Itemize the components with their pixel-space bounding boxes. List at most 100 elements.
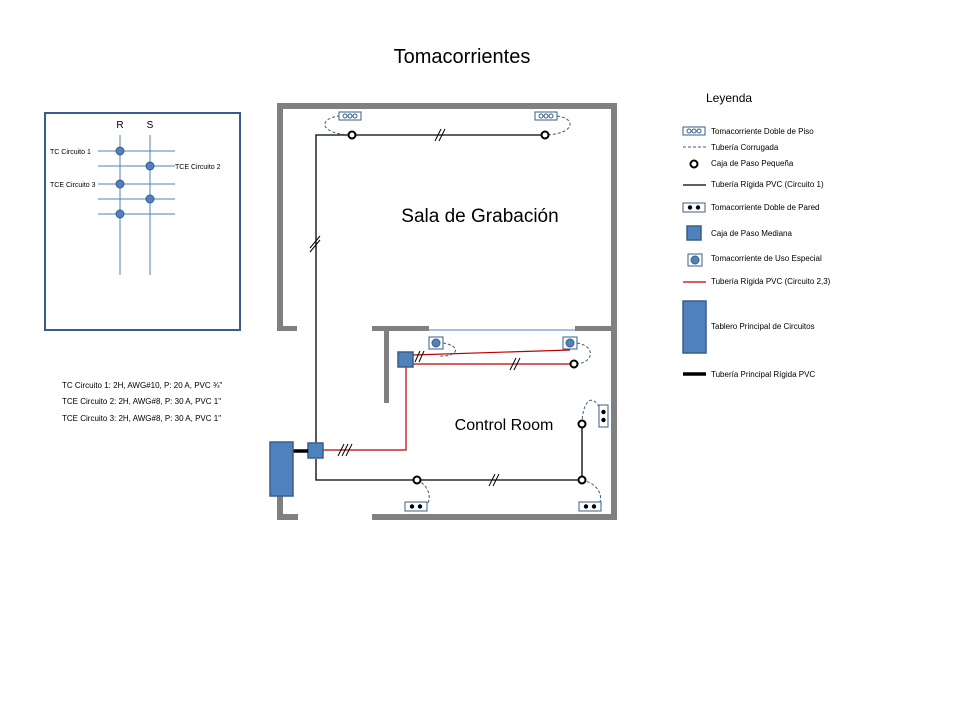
wall-outlet (578, 501, 602, 512)
room-label-recording: Sala de Grabación (401, 206, 558, 227)
special-outlet (428, 336, 444, 350)
outlet-socket (548, 113, 554, 119)
wall-mid-left (277, 326, 297, 331)
wall-outlet-body (404, 501, 428, 512)
hatch-mark (488, 473, 496, 487)
spec-line: TC Circuito 1: 2H, AWG#10, P: 20 A, PVC … (62, 381, 223, 390)
small-junction-box (412, 475, 422, 485)
outlet-socket (601, 409, 606, 415)
legend-item: Tomacorriente de Uso Especial (711, 254, 822, 263)
page-title: Tomacorrientes (394, 46, 531, 68)
outlet-socket (417, 504, 423, 509)
outlet-socket (342, 113, 348, 119)
wall-inner-vertical (384, 330, 389, 403)
outlet-socket (409, 504, 415, 509)
conduit-circuit-2-3 (322, 349, 575, 451)
hatch-mark (509, 357, 517, 371)
corrugated-run (416, 479, 430, 507)
hatch-mark (492, 473, 500, 487)
circuit-specs: TC Circuito 1: 2H, AWG#10, P: 20 A, PVC … (62, 381, 223, 423)
wall-mid-a (372, 326, 429, 331)
floor-outlet-body (534, 111, 558, 121)
floor-outlet (534, 111, 558, 121)
small-junction-box (569, 359, 579, 369)
legend-item: Tablero Principal de Circuitos (711, 322, 815, 331)
legend-title: Leyenda (706, 91, 752, 105)
spec-line: TCE Circuito 3: 2H, AWG#8, P: 30 A, PVC … (62, 414, 221, 423)
conduit-run (412, 349, 571, 356)
legend-symbol-wall-outlet (682, 202, 706, 213)
floor-outlet-body (338, 111, 362, 121)
special-outlet-dot (431, 338, 441, 348)
hatch-mark (513, 357, 521, 371)
small-junction-boxes (347, 130, 587, 485)
wall-right (611, 103, 617, 520)
hatch-mark (438, 128, 446, 142)
wall-outlet-body (598, 404, 609, 428)
outlet-socket (352, 113, 358, 119)
outlet-socket (591, 504, 597, 509)
legend-symbol-socket (695, 205, 701, 210)
outlet-socket (347, 113, 353, 119)
hatch-mark (434, 128, 442, 142)
small-junction-box (577, 419, 587, 429)
legend-symbol-special-dot (690, 255, 700, 265)
hatch-mark (309, 239, 321, 253)
legend: Leyenda Tomacorriente Doble de Piso Tube… (682, 91, 831, 379)
legend-item: Caja de Paso Pequeña (711, 159, 794, 168)
schematic-col-r: R (116, 120, 123, 131)
walls (277, 103, 617, 520)
legend-symbol-main-panel (682, 300, 707, 354)
main-circuit-panel (269, 441, 294, 497)
wall-bottom-right (372, 514, 617, 520)
legend-symbol-floor-outlet (682, 126, 706, 136)
legend-symbol-socket (686, 128, 692, 134)
schematic-node (145, 161, 155, 171)
legend-symbol-socket (687, 205, 693, 210)
legend-symbol-small-box (689, 159, 699, 169)
schematic-node (145, 194, 155, 204)
conduit-run (322, 362, 407, 451)
legend-item: Caja de Paso Mediana (711, 229, 792, 238)
schematic-node (115, 146, 125, 156)
corrugated-run (439, 342, 456, 357)
hatch-mark (341, 443, 349, 457)
outlet-socket (583, 504, 589, 509)
hatch-mark (418, 350, 425, 363)
wall-top (277, 103, 617, 109)
wall-mid-b (575, 326, 617, 331)
special-outlet (562, 336, 578, 350)
corrugated-conduits (324, 115, 603, 507)
wall-left-upper (277, 103, 283, 329)
schematic-label-tce2: TCE Circuito 2 (175, 164, 221, 171)
schematic-frame (44, 112, 241, 331)
hatch-mark (309, 235, 321, 249)
legend-item: Tubería Rígida PVC (Circuito 1) (711, 180, 824, 189)
schematic-node (115, 209, 125, 219)
schematic-col-s: S (147, 120, 154, 131)
conduit-hatch-marks (309, 128, 500, 487)
medium-junction-box (397, 351, 414, 368)
legend-item: Tubería Principal Rígida PVC (711, 370, 815, 379)
outlet-socket (601, 417, 606, 423)
outlet-socket (538, 113, 544, 119)
medium-junction-box (307, 442, 324, 459)
schematic-node (115, 179, 125, 189)
legend-item: Tubería Corrugada (711, 143, 779, 152)
wall-bottom-left (277, 514, 298, 520)
special-outlet-dot (565, 338, 575, 348)
corrugated-run (324, 115, 353, 136)
hatch-mark (337, 443, 345, 457)
conduit-run (315, 134, 545, 445)
wall-outlet-body (578, 501, 602, 512)
legend-item: Tomacorriente Doble de Piso (711, 127, 814, 136)
legend-symbol-medium-box (686, 225, 702, 241)
corrugated-run (581, 479, 602, 507)
small-junction-box (577, 475, 587, 485)
small-junction-box (347, 130, 357, 140)
floor-outlet (338, 111, 362, 121)
legend-symbol-socket (696, 128, 702, 134)
circuit-schematic: R S TC Circuito 1 TCE Circuito 2 TCE Cir… (44, 112, 241, 331)
hatch-mark (414, 350, 421, 363)
